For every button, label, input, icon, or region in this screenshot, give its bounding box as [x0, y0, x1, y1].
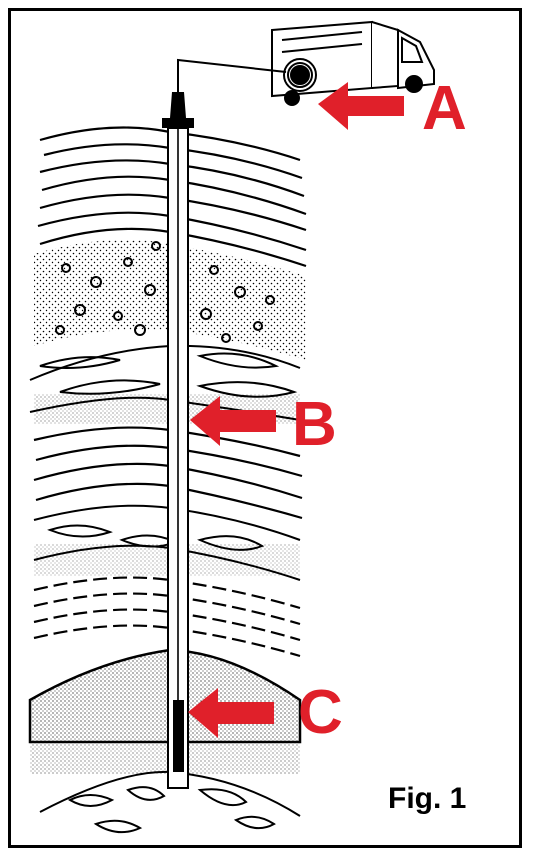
wellhead	[162, 92, 194, 128]
callout-a-label: A	[422, 78, 467, 140]
wireline-cable	[178, 60, 286, 92]
logging-tool-icon	[173, 700, 184, 772]
figure-caption: Fig. 1	[388, 782, 466, 816]
callout-c-label: C	[298, 682, 343, 744]
callout-b-label: B	[292, 394, 337, 456]
borehole	[168, 128, 188, 788]
